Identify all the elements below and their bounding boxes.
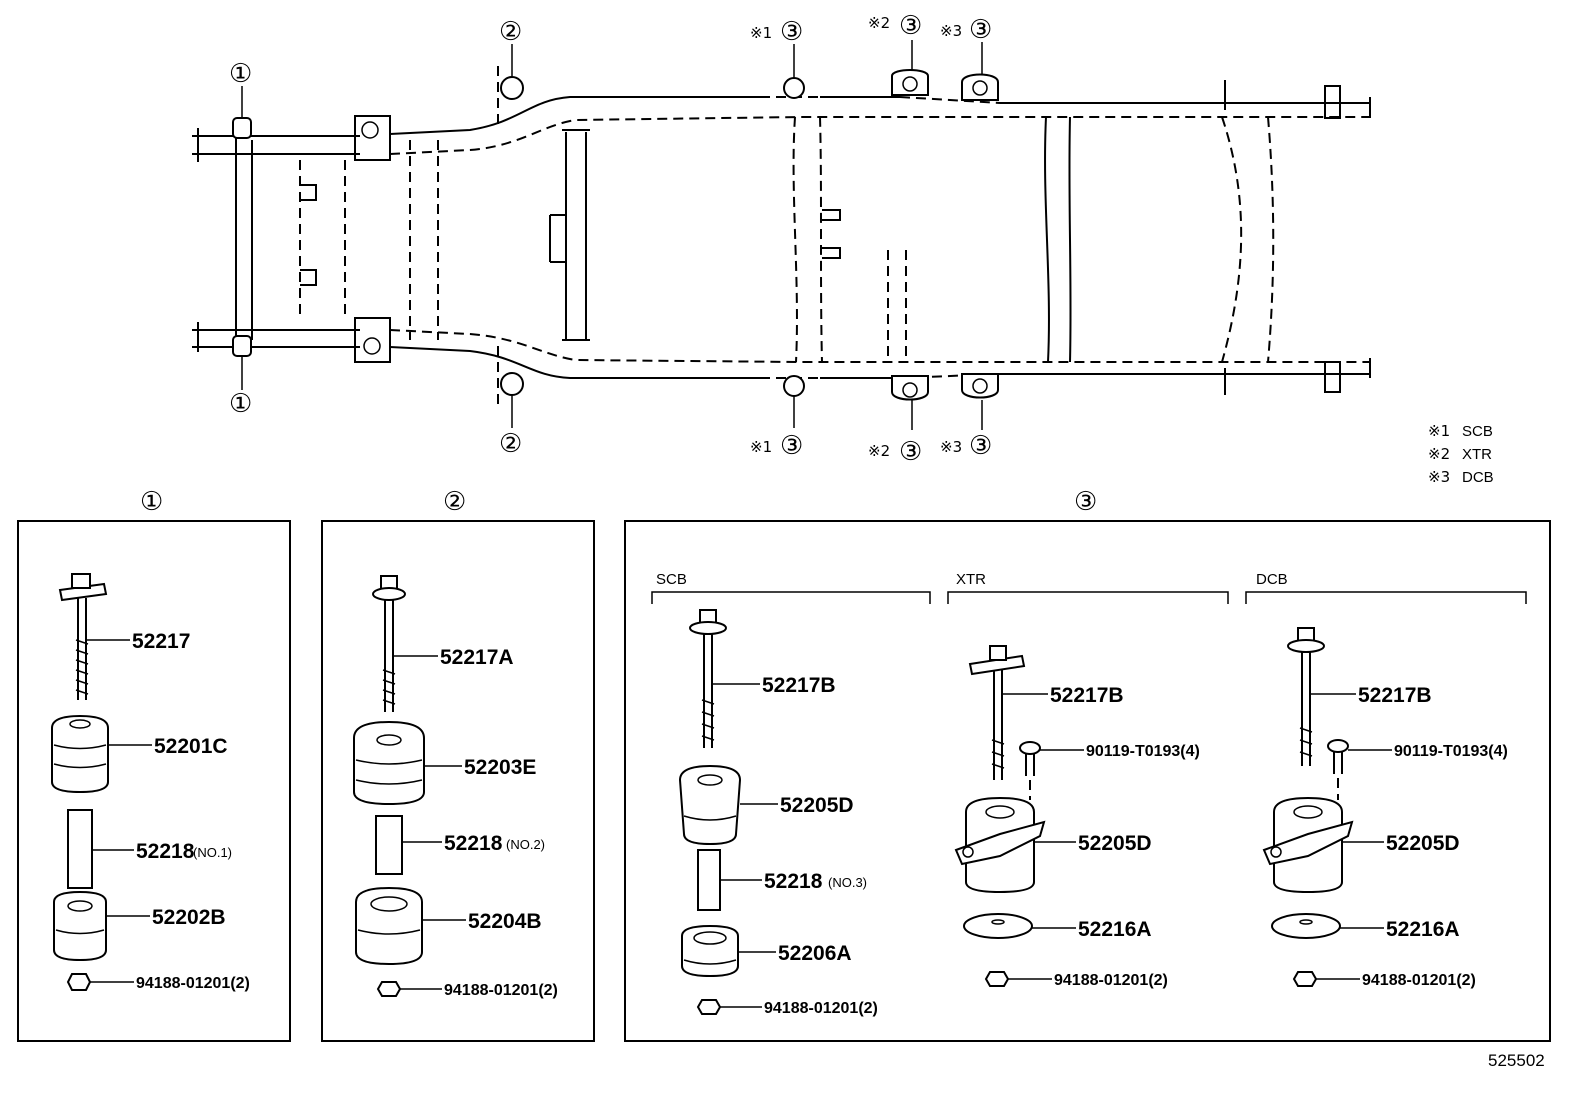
group-1-panel: ① 52217 52201C 52218 (NO.1) 52202B 94188… <box>17 487 291 1042</box>
section-scb-label: SCB <box>656 571 687 588</box>
legend-mark-2: ※2 <box>1428 445 1450 463</box>
mark-3-bottom: ※3 <box>940 438 962 456</box>
part-52218-no2-suffix: (NO.2) <box>506 837 545 852</box>
part-52218-no2: 52218 <box>444 832 503 855</box>
mark-2-bottom: ※2 <box>868 442 890 460</box>
callout-3-dcb-top: ③ <box>969 15 992 45</box>
callout-1-bottom: ① <box>229 389 252 419</box>
part-52203e: 52203E <box>464 756 536 779</box>
part-52217b-dcb: 52217B <box>1358 684 1432 707</box>
part-94188-01201-scb: 94188-01201(2) <box>764 1000 878 1017</box>
group-3-panel: ③ SCB XTR DCB 52217B 52205D 52218 (NO.3) <box>624 487 1551 1042</box>
legend-mark-1: ※1 <box>1428 422 1450 440</box>
part-52218-no3-suffix: (NO.3) <box>828 875 867 890</box>
group-1-frame <box>17 520 291 1042</box>
group-2-label: ② <box>443 487 466 517</box>
frame-callouts: ① ① ② ② ※1 ③ ※2 ③ ※3 ③ ※1 ③ ※2 ③ ※3 ③ <box>229 11 992 467</box>
callout-2-top: ② <box>499 17 522 47</box>
part-52206a: 52206A <box>778 942 852 965</box>
callout-3-dcb-bottom: ③ <box>969 431 992 461</box>
figure-id: 525502 <box>1488 1051 1545 1070</box>
section-dcb-label: DCB <box>1256 571 1288 588</box>
part-52216a-xtr: 52216A <box>1078 918 1152 941</box>
mark-1-bottom: ※1 <box>750 438 772 456</box>
part-52216a-dcb: 52216A <box>1386 918 1460 941</box>
section-dcb: 52217B 90119-T0193(4) 52205D 52216A 9418… <box>1262 627 1508 989</box>
legend-mark-3: ※3 <box>1428 468 1450 486</box>
group-3-frame <box>624 520 1551 1042</box>
callout-1-top: ① <box>229 59 252 89</box>
part-90119-t0193-xtr: 90119-T0193(4) <box>1086 743 1200 760</box>
part-52217b-scb: 52217B <box>762 674 836 697</box>
part-94188-01201-g1: 94188-01201(2) <box>136 975 250 992</box>
variant-legend: ※1 SCB ※2 XTR ※3 DCB <box>1428 422 1494 486</box>
callout-3-scb-top: ③ <box>780 17 803 47</box>
part-52218-no1: 52218 <box>136 840 195 863</box>
group-1-label: ① <box>140 487 163 517</box>
callout-3-xtr-bottom: ③ <box>899 437 922 467</box>
legend-text-2: XTR <box>1462 446 1492 463</box>
group-2-frame <box>321 520 595 1042</box>
part-52217b-xtr: 52217B <box>1050 684 1124 707</box>
part-52217: 52217 <box>132 630 190 653</box>
section-scb: 52217B 52205D 52218 (NO.3) 52206A 94188-… <box>678 609 878 1017</box>
callout-3-scb-bottom: ③ <box>780 431 803 461</box>
section-xtr-label: XTR <box>956 571 986 588</box>
part-94188-01201-dcb: 94188-01201(2) <box>1362 972 1476 989</box>
part-94188-01201-xtr: 94188-01201(2) <box>1054 972 1168 989</box>
part-52201c: 52201C <box>154 735 228 758</box>
legend-text-3: DCB <box>1462 469 1494 486</box>
group-2-panel: ② 52217A 52203E 52218 (NO.2) 52204B 9418… <box>321 487 595 1042</box>
part-94188-01201-g2: 94188-01201(2) <box>444 982 558 999</box>
mark-2-top: ※2 <box>868 14 890 32</box>
group-3-label: ③ <box>1074 487 1097 517</box>
legend-text-1: SCB <box>1462 423 1493 440</box>
part-52202b: 52202B <box>152 906 226 929</box>
part-52217a: 52217A <box>440 646 514 669</box>
section-xtr: 52217B 90119-T0193(4) 52205D 52216A 9418… <box>954 645 1200 989</box>
part-52204b: 52204B <box>468 910 542 933</box>
part-52205d-xtr: 52205D <box>1078 832 1152 855</box>
mark-3-top: ※3 <box>940 22 962 40</box>
callout-3-xtr-top: ③ <box>899 11 922 41</box>
part-90119-t0193-dcb: 90119-T0193(4) <box>1394 743 1508 760</box>
part-52205d-dcb: 52205D <box>1386 832 1460 855</box>
part-52218-no3: 52218 <box>764 870 823 893</box>
part-52218-no1-suffix: (NO.1) <box>193 845 232 860</box>
mark-1-top: ※1 <box>750 24 772 42</box>
part-52205d-scb: 52205D <box>780 794 854 817</box>
chassis-frame-drawing <box>192 40 1371 430</box>
callout-2-bottom: ② <box>499 429 522 459</box>
